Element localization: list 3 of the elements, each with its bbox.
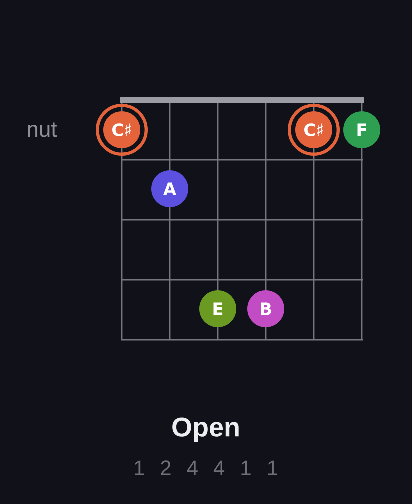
fingering-label: 1 2 4 4 1 1: [135, 460, 278, 476]
chord-title: Open: [172, 418, 239, 442]
nut-label: nut: [28, 122, 58, 138]
